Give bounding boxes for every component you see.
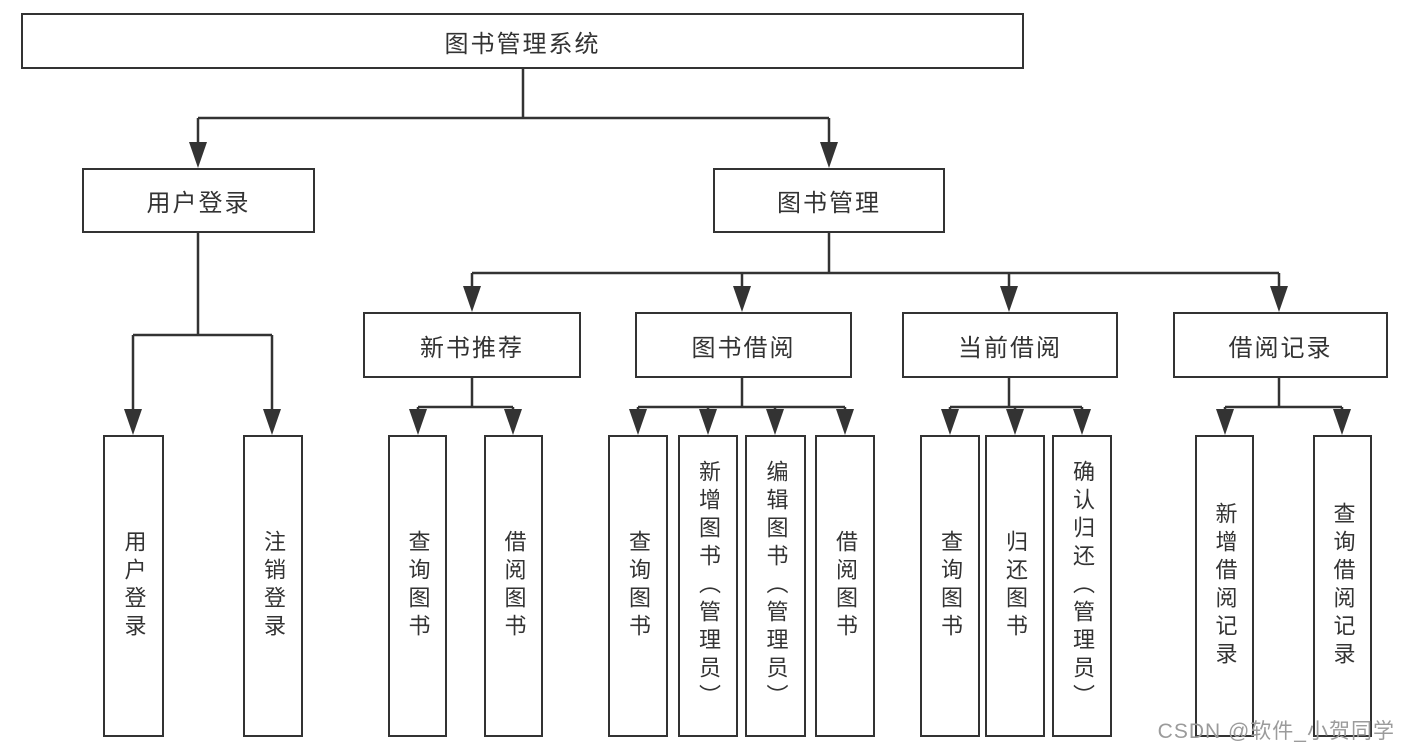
- leaf-label: 新增借阅记录: [1212, 502, 1238, 670]
- leaf-query-book-borrow: 查询图书: [608, 435, 668, 737]
- leaf-query-book-current: 查询图书: [920, 435, 980, 737]
- leaf-borrow-book-recommend: 借阅图书: [484, 435, 543, 737]
- node-user-login: 用户登录: [82, 168, 315, 233]
- node-label: 当前借阅: [958, 334, 1062, 362]
- leaf-label: 用户登录: [121, 530, 147, 642]
- node-root-system: 图书管理系统: [21, 13, 1024, 69]
- leaf-edit-book-admin: 编辑图书（管理员）: [745, 435, 806, 737]
- node-borrow-records: 借阅记录: [1173, 312, 1388, 378]
- arrowhead-icons: [124, 142, 1351, 435]
- leaf-label: 借阅图书: [501, 530, 527, 642]
- leaf-label: 借阅图书: [833, 530, 858, 642]
- leaf-label: 查询借阅记录: [1330, 502, 1356, 670]
- leaf-label: 归还图书: [1003, 530, 1028, 642]
- leaf-label: 注销登录: [261, 530, 286, 642]
- leaf-label: 查询图书: [405, 530, 431, 642]
- leaf-query-book-recommend: 查询图书: [388, 435, 447, 737]
- leaf-add-book-admin: 新增图书（管理员）: [678, 435, 738, 737]
- csdn-watermark: CSDN @软件_小贺同学: [1157, 720, 1395, 743]
- node-book-borrow: 图书借阅: [635, 312, 852, 378]
- node-new-book-recommend: 新书推荐: [363, 312, 581, 378]
- node-book-management: 图书管理: [713, 168, 945, 233]
- leaf-user-login: 用户登录: [103, 435, 164, 737]
- node-label: 图书借阅: [691, 334, 796, 362]
- leaf-borrow-book: 借阅图书: [815, 435, 875, 737]
- node-label: 图书管理: [777, 190, 881, 217]
- leaf-return-book: 归还图书: [985, 435, 1045, 737]
- leaf-label: 编辑图书（管理员）: [763, 460, 789, 712]
- node-label: 用户登录: [146, 190, 251, 217]
- leaf-label: 查询图书: [938, 530, 963, 642]
- leaf-confirm-return-admin: 确认归还（管理员）: [1052, 435, 1112, 737]
- node-label: 新书推荐: [420, 334, 524, 362]
- leaf-label: 确认归还（管理员）: [1070, 460, 1095, 712]
- node-label: 图书管理系统: [444, 30, 601, 58]
- leaf-add-borrow-record: 新增借阅记录: [1195, 435, 1254, 737]
- leaf-label: 新增图书（管理员）: [696, 460, 721, 712]
- node-label: 借阅记录: [1228, 334, 1333, 362]
- node-current-borrow: 当前借阅: [902, 312, 1118, 378]
- leaf-logout-login: 注销登录: [243, 435, 303, 737]
- leaf-query-borrow-record: 查询借阅记录: [1313, 435, 1372, 737]
- leaf-label: 查询图书: [626, 530, 651, 642]
